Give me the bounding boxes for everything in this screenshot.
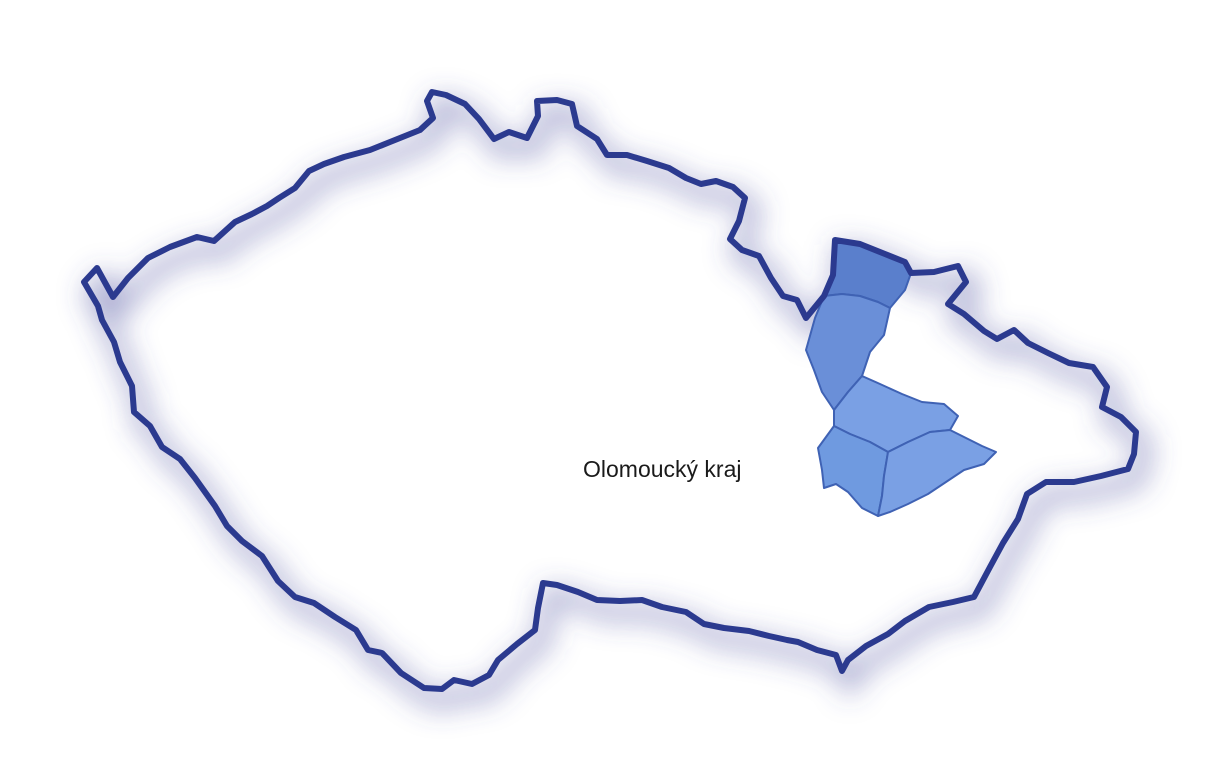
olomoucky-kraj-region <box>805 239 997 517</box>
region-label-olomoucky-kraj: Olomoucký kraj <box>583 456 742 482</box>
country-border <box>81 89 1139 692</box>
region-district-prerov <box>877 429 997 517</box>
region-district-prostejov <box>817 425 889 517</box>
